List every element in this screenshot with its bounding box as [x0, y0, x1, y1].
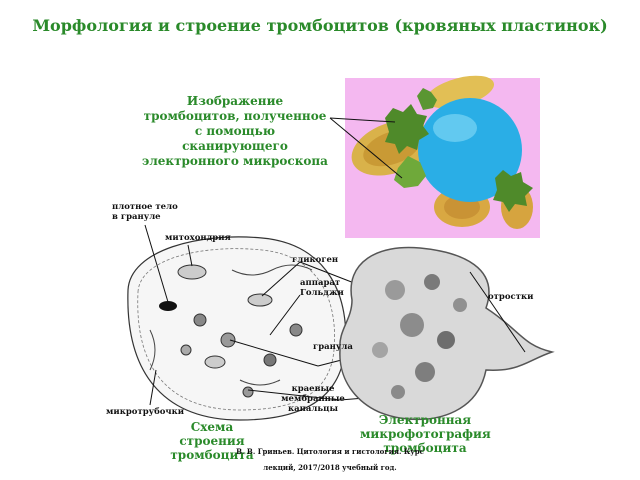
label-mitochondria: митохондрия [165, 233, 231, 243]
label-granule: гранула [313, 342, 353, 352]
label-glycogen: гликоген [292, 255, 339, 265]
caption-micrograph: Электронная микрофотография тромбоцита [360, 413, 491, 455]
label-microtubules: микротрубочки [106, 407, 185, 417]
label-processes: отростки [488, 292, 534, 302]
label-marginal-channels: краевые мембранные канальцы [281, 384, 345, 414]
footer-citation: В. В. Гриньев. Цитология и гистология. К… [236, 447, 424, 472]
caption-scheme: Схема строения тромбоцита [170, 420, 254, 462]
slide-title: Морфология и строение тромбоцитов (кровя… [32, 16, 608, 35]
label-dense-body: плотное тело в грануле [112, 202, 178, 222]
sem-caption: Изображение тромбоцитов, полученное с по… [142, 94, 328, 168]
label-golgi: аппарат Гольджи [300, 278, 344, 298]
